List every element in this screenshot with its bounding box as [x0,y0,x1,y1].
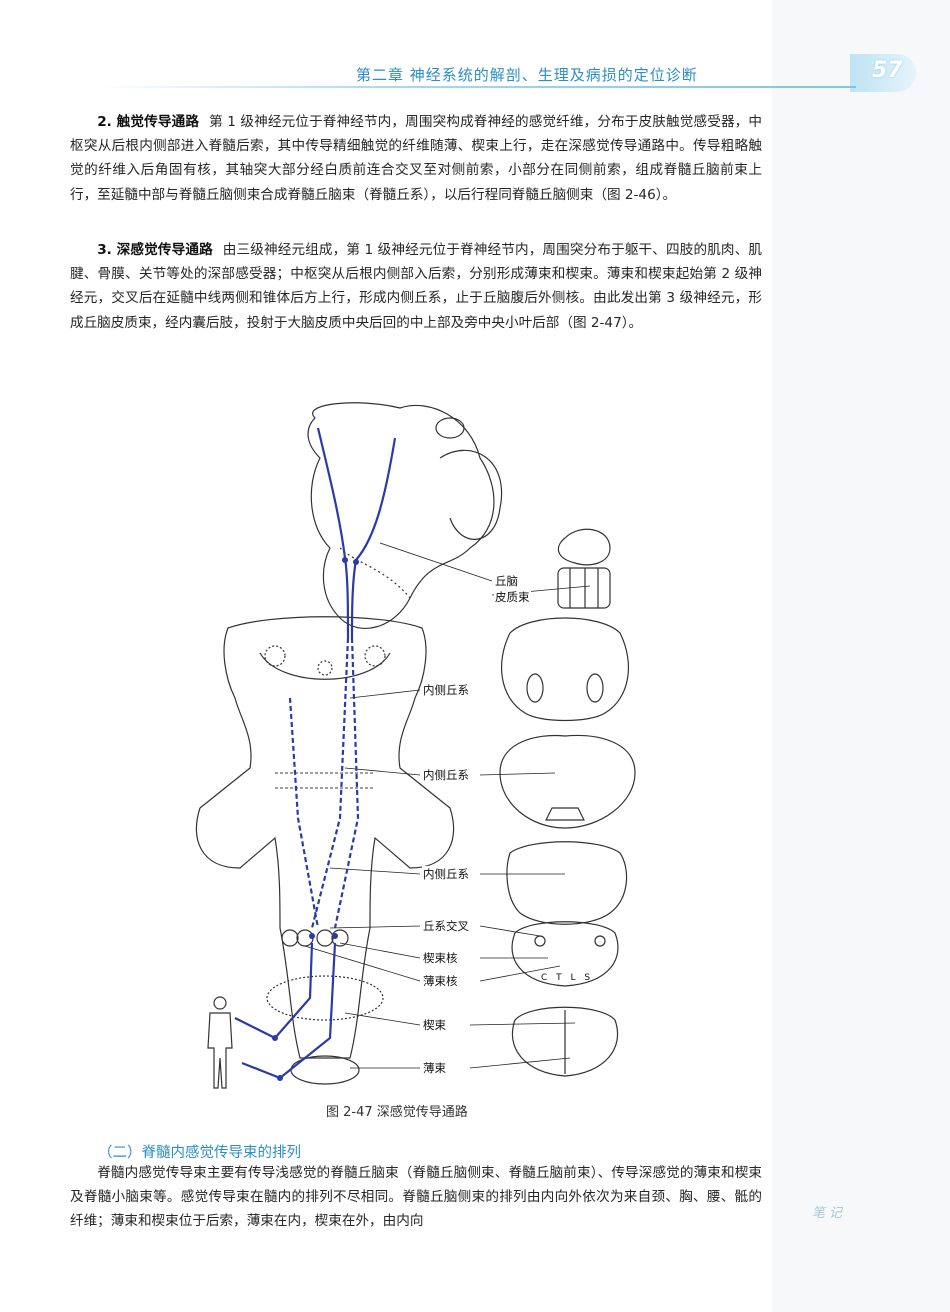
paragraph-text: 第 1 级神经元位于脊神经节内，周围突构成脊神经的感觉纤维，分布于皮肤触觉感受器… [70,114,763,203]
label-slice-letters: C T L S [541,973,594,983]
section-upper-medulla [506,841,628,925]
gracile-nucleus-right [316,929,334,947]
human-body [207,1012,233,1089]
label-lemniscal-decussation: 丘系交叉 [422,918,470,934]
label-cuneate-nucleus: 楔束核 [422,950,459,966]
neuron-dot [272,1035,278,1041]
section-spinal-cord [511,1006,619,1077]
label-thalamocortical: 丘脑皮质束 [494,573,531,605]
label-medial-lemniscus-3: 内侧丘系 [422,866,470,882]
primary-fiber-upper [234,942,314,1040]
paragraph-touch-pathway: 2. 触觉传导通路第 1 级神经元位于脊神经节内，周围突构成脊神经的感觉纤维，分… [70,110,762,207]
thalamus-nuclei [557,567,611,609]
notes-label: 笔记 [812,1206,847,1221]
cuneate-nucleus-left [281,929,299,947]
temporal-lobe-blob [435,417,465,439]
medial-lemniscus-left [310,637,350,929]
brainstem-outline [195,616,455,1059]
chapter-title: 第二章 神经系统的解剖、生理及病损的定位诊断 [356,66,698,84]
margin-strip [772,0,950,1312]
paragraph-lead: 3. 深感觉传导通路 [97,242,213,258]
page-number-tab [850,54,916,92]
thalamus-block [557,528,611,566]
neuron-dot [332,933,338,939]
label-cuneate-fasciculus: 楔束 [422,1017,447,1033]
cerebrum-section [307,402,495,629]
midbrain-curve [259,652,391,680]
spinal-cord-section-upper [266,975,384,1021]
label-gracile-nucleus: 薄束核 [422,973,459,989]
neuron-dot [309,933,315,939]
human-head [213,996,227,1010]
neuron-dot [342,557,348,563]
medial-lemniscus-right [333,637,360,929]
medial-lemniscus-crossed [288,697,320,929]
figure-caption: 图 2-47 深感觉传导通路 [326,1105,468,1120]
label-line2: 皮质束 [495,590,530,604]
label-medial-lemniscus-1: 内侧丘系 [422,682,470,698]
pathway-illustration [195,402,636,1089]
section-midbrain [501,617,629,722]
paragraph-tract-arrangement: 脊髓内感觉传导束主要有传导浅感觉的脊髓丘脑束（脊髓丘脑侧束、脊髓丘脑前束）、传导… [70,1165,762,1230]
label-gracile-fasciculus: 薄束 [422,1060,447,1076]
paragraph-deep-sensation-pathway: 3. 深感觉传导通路由三级神经元组成，第 1 级神经元位于脊神经节内，周围突分布… [70,238,762,335]
primary-fiber-lower [241,942,337,1080]
neuron-dot [353,559,359,565]
thalamocortical-fiber-left [316,427,350,639]
thalamocortical-fiber-right [350,437,397,639]
cuneate-nucleus-right [331,929,349,947]
cerebellum-outline [439,449,503,540]
figure-deep-sensation-pathway: 丘脑皮质束 内侧丘系 内侧丘系 内侧丘系 丘系交叉 楔束核 薄束核 楔束 薄束 … [180,398,640,1098]
section-pons [499,734,636,829]
paragraph-lead: 2. 触觉传导通路 [97,114,200,130]
section-heading: （二）脊髓内感觉传导束的排列 [98,1145,301,1161]
paragraph-text: 由三级神经元组成，第 1 级神经元位于脊神经节内，周围突分布于躯干、四肢的肌肉、… [70,242,762,331]
header-rule [96,86,856,88]
section-lower-medulla [511,921,619,987]
page-number: 57 [872,58,903,83]
neuron-dot [277,1075,283,1081]
label-line1: 丘脑 [495,574,518,588]
label-medial-lemniscus-2: 内侧丘系 [422,767,470,783]
